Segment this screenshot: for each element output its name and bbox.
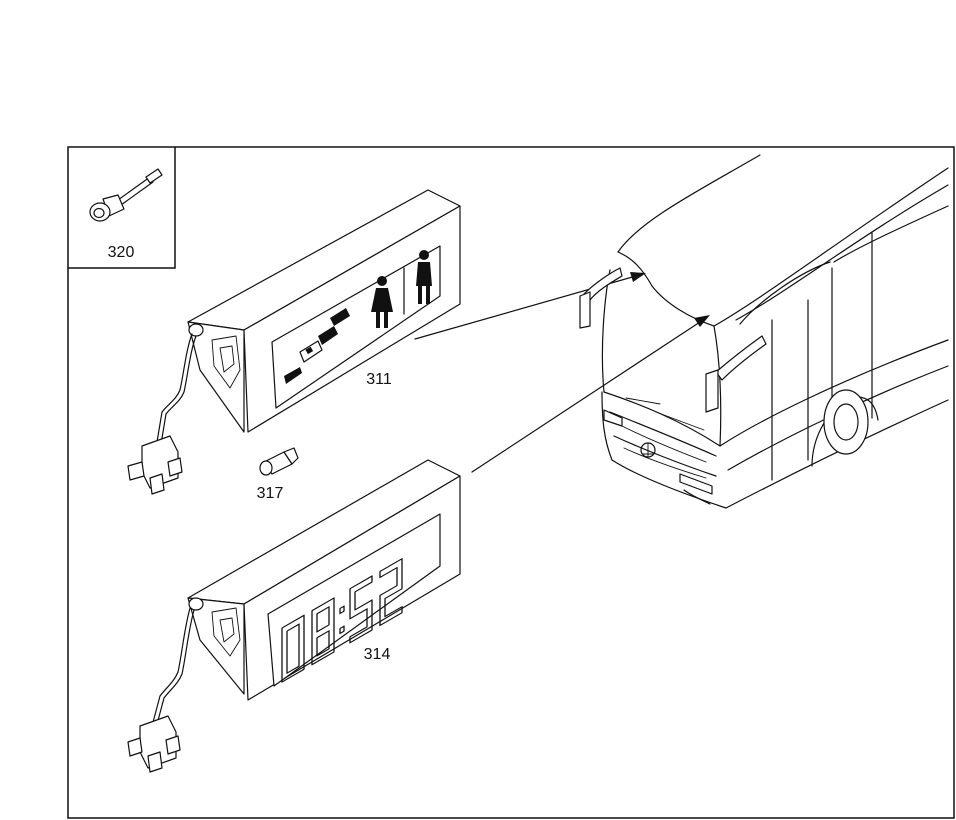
part-label-311: 311: [366, 371, 392, 388]
part-label-317: 317: [257, 485, 284, 502]
part-317-bulb-icon: 317: [257, 447, 299, 502]
coach-bus-illustration: [579, 154, 949, 509]
inset-box-320: 320: [68, 147, 176, 269]
part-label-314: 314: [364, 646, 391, 663]
seatbelt-icon: [284, 308, 350, 384]
clock-digits-icon: [281, 557, 403, 683]
man-wc-icon: [416, 250, 432, 304]
plug-connector-icon: [127, 435, 183, 495]
diagram-frame: [67, 146, 955, 819]
part-314-clock-display: 314: [127, 459, 461, 773]
part-311-seatbelt-wc-display: 311: [127, 189, 461, 495]
part-320-bulb-icon: [89, 168, 163, 222]
woman-wc-icon: [371, 276, 393, 328]
plug-connector-icon: [127, 715, 181, 773]
part-label-320: 320: [108, 244, 135, 261]
